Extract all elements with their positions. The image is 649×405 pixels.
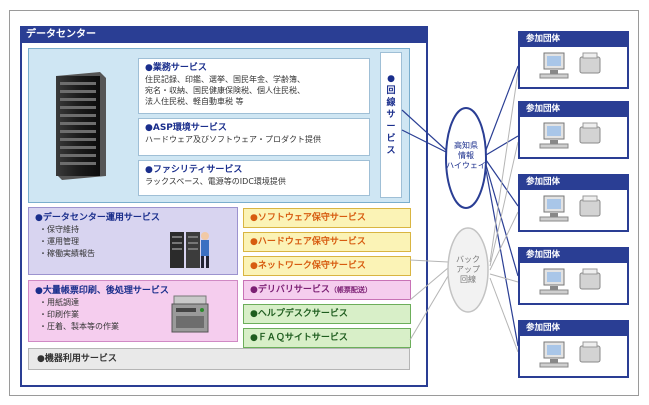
network-maintenance-service: ●ネットワーク保守サービス [243, 256, 411, 276]
participant-5-title: 参加団体 [520, 322, 627, 336]
server-rack-icon [56, 72, 106, 180]
participant-2-title: 参加団体 [520, 103, 627, 117]
pc-printer-icon [539, 195, 601, 222]
asp-service-body: ハードウェア及びソフトウェア・プロダクト提供 [145, 135, 321, 144]
printer-machine-icon [171, 295, 209, 333]
prefecture-highway-label: 高知県 情報 ハイウェイ [446, 141, 486, 170]
asp-service: ●ASP環境サービス ハードウェア及びソフトウェア・プロダクト提供 [138, 118, 370, 156]
operations-title: ●データセンター運用サービス [35, 213, 160, 223]
pc-printer-icon [539, 268, 601, 295]
delivery-service-label: ●デリバリサービス [250, 285, 330, 295]
outer-frame [9, 10, 639, 396]
participant-2: 参加団体 [518, 101, 629, 159]
facility-service-title: ●ファシリティサービス [145, 165, 243, 175]
hardware-maintenance-service: ●ハードウェア保守サービス [243, 232, 411, 252]
participant-3-title: 参加団体 [520, 176, 627, 190]
equipment-service: ●機器利用サービス [28, 348, 410, 370]
participant-5: 参加団体 [518, 320, 629, 378]
datacenter-title: データセンター [20, 26, 428, 43]
pc-printer-icon [539, 341, 601, 368]
participant-4: 参加団体 [518, 247, 629, 305]
operator-illustration-icon [170, 232, 209, 268]
delivery-service-note: （帳票配送） [329, 286, 372, 294]
business-service-title: ●業務サービス [145, 63, 207, 73]
backup-line-label: バック アップ 回線 [456, 255, 480, 284]
pc-printer-icon [539, 122, 601, 149]
printing-title: ●大量帳票印刷、後処理サービス [35, 286, 169, 296]
software-maintenance-service: ●ソフトウェア保守サービス [243, 208, 411, 228]
pc-printer-icon [539, 52, 601, 79]
facility-service-body: ラックスペース、電源等のIDC環境提供 [145, 177, 286, 186]
business-service: ●業務サービス 住民記録、印鑑、選挙、国民年金、学齢簿、 宛名・収納、国民健康保… [138, 58, 370, 114]
faq-site-service: ●ＦＡＱサイトサービス [243, 328, 411, 348]
asp-service-title: ●ASP環境サービス [145, 123, 227, 133]
circuit-service: ● 回 線 サ ー ビ ス [380, 52, 402, 198]
participant-4-title: 参加団体 [520, 249, 627, 263]
participant-1-title: 参加団体 [520, 33, 627, 47]
business-service-body: 住民記録、印鑑、選挙、国民年金、学齢簿、 宛名・収納、国民健康保険税、個人住民税… [145, 75, 305, 106]
participant-3: 参加団体 [518, 174, 629, 232]
helpdesk-service: ●ヘルプデスクサービス [243, 304, 411, 324]
participant-1: 参加団体 [518, 31, 629, 89]
operations-items: ・保守維持 ・運用管理 ・稼働実績報告 [39, 225, 95, 258]
facility-service: ●ファシリティサービス ラックスペース、電源等のIDC環境提供 [138, 160, 370, 196]
printing-items: ・用紙調達 ・印刷作業 ・圧着、製本等の作業 [39, 298, 119, 331]
delivery-service: ●デリバリサービス（帳票配送） [243, 280, 411, 300]
